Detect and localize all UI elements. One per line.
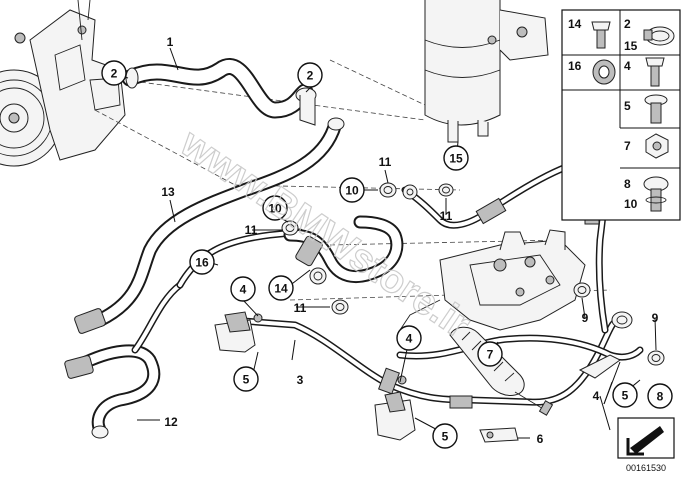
label-9a: 9 (582, 311, 589, 325)
callout-8: 8 (647, 383, 673, 409)
parts-key-panel: 14 2 15 16 4 5 7 (561, 9, 681, 221)
label-1: 1 (167, 35, 174, 49)
callout-5c: 5 (612, 382, 638, 408)
hex-nut-icon (645, 133, 669, 159)
bolt-flange-icon (591, 21, 611, 49)
callout-7: 7 (477, 341, 503, 367)
callout-5a: 5 (233, 366, 259, 392)
callout-4b: 4 (396, 325, 422, 351)
label-12: 12 (164, 415, 178, 429)
label-11d: 11 (294, 301, 307, 315)
label-3: 3 (297, 373, 304, 387)
label-4c: 4 (593, 389, 600, 403)
callout-4b-text: 4 (406, 332, 413, 346)
callout-10b-text: 10 (268, 202, 282, 216)
socket-screw-icon (644, 94, 668, 124)
orientation-arrow-box (617, 417, 675, 459)
cooler-hoses (64, 281, 184, 439)
callout-15: 15 (443, 145, 469, 171)
banjo-bolt-icon (643, 176, 669, 212)
callout-8-text: 8 (657, 390, 664, 404)
key-10: 10 (624, 197, 638, 211)
callout-14: 14 (268, 275, 294, 301)
seal-rings (281, 182, 665, 366)
callout-15-text: 15 (449, 152, 463, 166)
label-13: 13 (161, 185, 175, 199)
callout-5c-text: 5 (622, 389, 629, 403)
document-number: 00161530 (626, 463, 666, 473)
key-16: 16 (568, 59, 582, 73)
key-15: 15 (624, 39, 638, 53)
callout-2a-text: 2 (111, 67, 118, 81)
pressure-pipe (176, 228, 644, 409)
callout-5b-text: 5 (442, 430, 449, 444)
label-9b: 9 (652, 311, 659, 325)
fluid-reservoir (424, 0, 549, 143)
key-4: 4 (624, 59, 631, 73)
label-11b: 11 (440, 209, 453, 223)
callout-2b: 2 (297, 62, 323, 88)
callout-2b-text: 2 (307, 69, 314, 83)
hose-clamp-icon (643, 26, 675, 46)
mid-hose-assembly (283, 215, 404, 285)
hose-clip-icon (592, 59, 616, 85)
callout-7-text: 7 (487, 348, 494, 362)
label-6: 6 (537, 432, 544, 446)
callout-4a-text: 4 (240, 283, 247, 297)
callout-2a: 2 (101, 60, 127, 86)
key-5: 5 (624, 99, 631, 113)
callout-4a: 4 (230, 276, 256, 302)
callout-10a-text: 10 (345, 184, 359, 198)
return-hose (74, 117, 345, 334)
callout-10a: 10 (339, 177, 365, 203)
callout-16-text: 16 (195, 256, 209, 270)
brackets (214, 311, 621, 443)
callout-14-text: 14 (274, 282, 288, 296)
callout-10b: 10 (262, 195, 288, 221)
key-14: 14 (568, 17, 582, 31)
suction-hose (121, 58, 317, 126)
label-11a: 11 (379, 155, 392, 169)
steering-pump (0, 0, 126, 167)
callout-5b: 5 (432, 423, 458, 449)
label-11c: 11 (245, 223, 258, 237)
callout-16: 16 (189, 249, 215, 275)
steering-rack (399, 229, 586, 331)
key-7: 7 (624, 139, 631, 153)
key-2: 2 (624, 17, 631, 31)
callout-5a-text: 5 (243, 373, 250, 387)
hex-bolt-icon (645, 57, 665, 87)
key-8: 8 (624, 177, 631, 191)
